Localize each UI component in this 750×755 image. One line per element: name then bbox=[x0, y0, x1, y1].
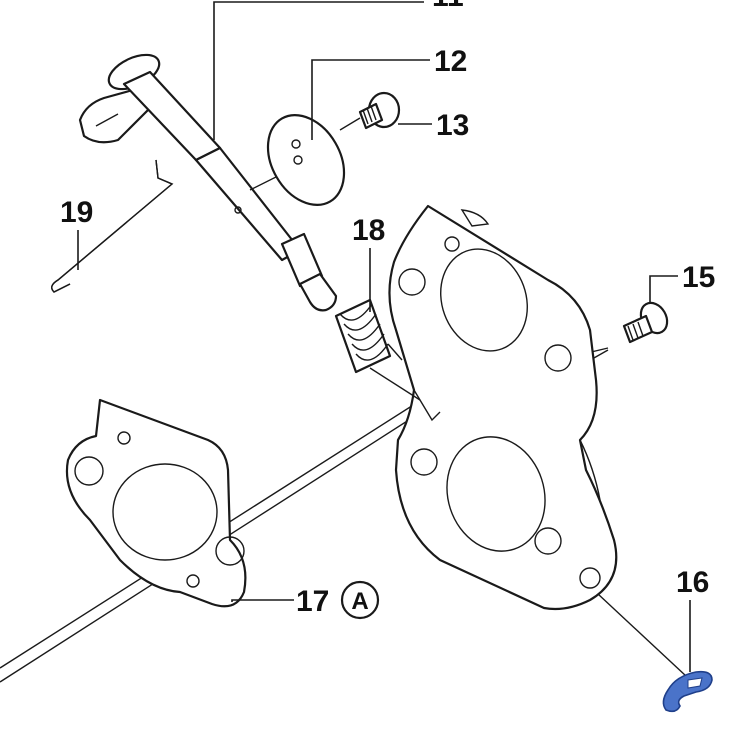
clip-part-16 bbox=[597, 593, 713, 713]
carburetor-body bbox=[388, 204, 618, 611]
marker-a-label: A bbox=[351, 588, 368, 615]
spring-part-18 bbox=[334, 298, 421, 401]
throttle-shaft-part-11 bbox=[78, 53, 338, 312]
callout-15: 15 bbox=[682, 261, 715, 294]
callout-16: 16 bbox=[676, 566, 709, 599]
gasket-part-17 bbox=[65, 398, 247, 608]
link-rod-part-19 bbox=[51, 159, 174, 293]
circled-marker-a: A bbox=[340, 580, 380, 620]
leader-lines bbox=[77, 1, 691, 672]
screw-part-13 bbox=[339, 91, 401, 131]
throttle-plate-part-12 bbox=[266, 113, 346, 207]
callout-11: 11 bbox=[432, 0, 464, 13]
callout-12: 12 bbox=[434, 45, 467, 78]
callout-13: 13 bbox=[436, 109, 469, 142]
screw-part-15 bbox=[622, 301, 669, 344]
callout-17: 17 bbox=[296, 585, 329, 618]
callout-18: 18 bbox=[352, 214, 385, 247]
callout-19: 19 bbox=[60, 196, 93, 229]
